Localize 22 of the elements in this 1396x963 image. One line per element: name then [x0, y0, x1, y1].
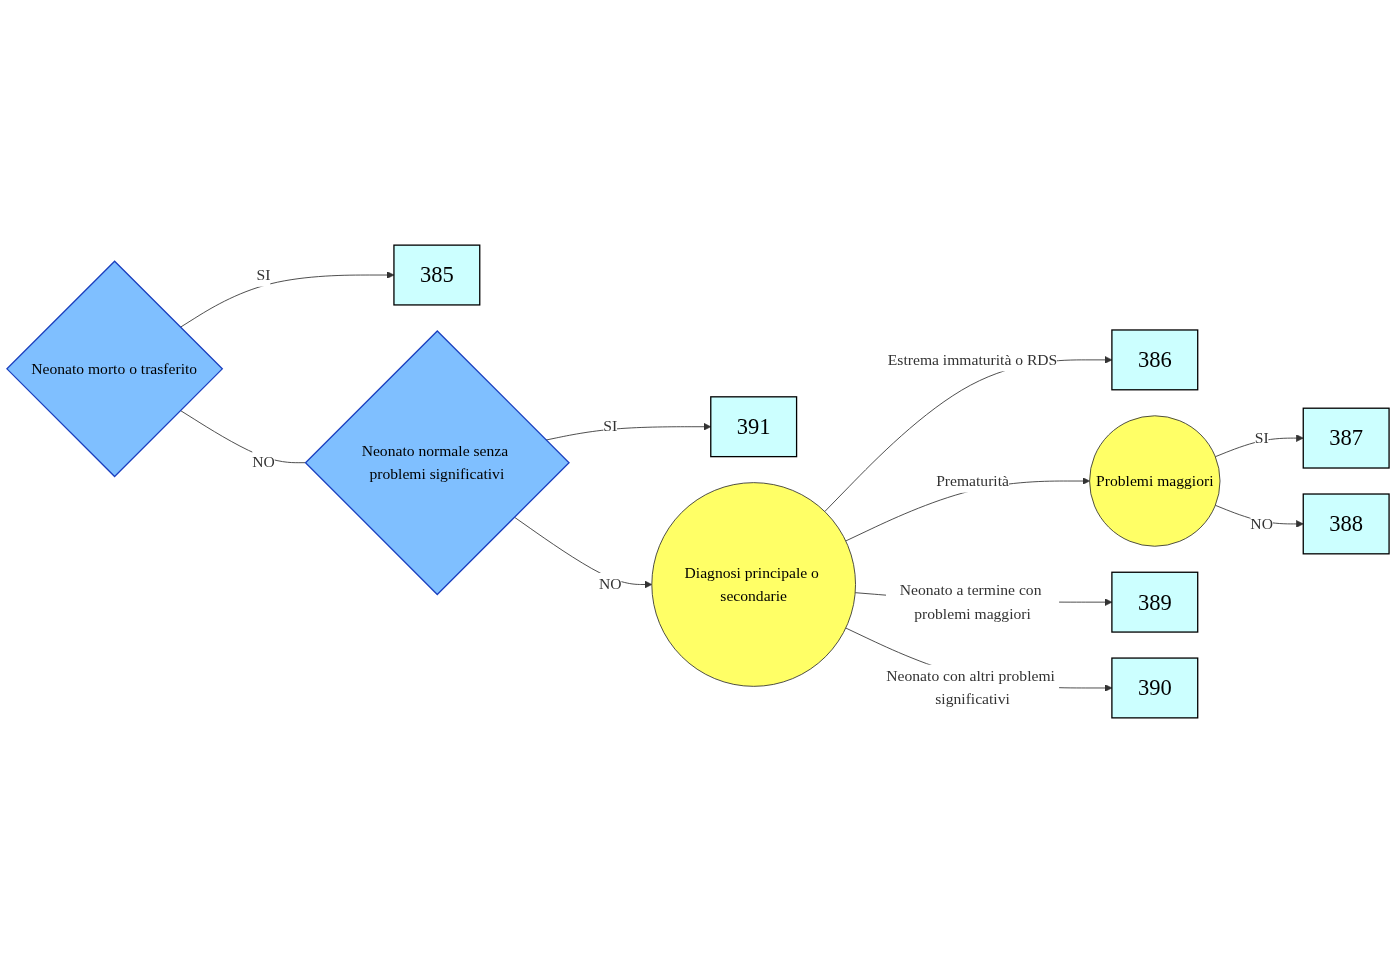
connector [179, 410, 306, 464]
node-box: 388 [1302, 493, 1390, 555]
edge-label: Neonato a termine con problemi maggiori [899, 581, 1042, 623]
node-box: 385 [393, 244, 481, 306]
node-circle: Problemi maggiori [1089, 415, 1221, 547]
edge-label: SI [256, 265, 271, 284]
node-diamond: Neonato morto o trasferito [6, 260, 224, 478]
node-diamond: Neonato normale senza problemi significativi [304, 330, 570, 596]
edge-label: NO [252, 453, 275, 471]
edge-label: Prematurità [936, 471, 1009, 490]
edge-label: NO [598, 575, 622, 593]
node-box: 389 [1111, 571, 1199, 633]
node-circle: Diagnosi principale o secondarie [651, 482, 856, 687]
node-box: 390 [1111, 657, 1199, 719]
edge-label: NO [1250, 514, 1273, 533]
edge-label: Neonato con altri problemi significativi [886, 667, 1055, 708]
edge-label: SI [1254, 429, 1269, 447]
edge-label: SI [603, 417, 618, 435]
edge-label: Estrema immaturità o RDS [887, 350, 1058, 369]
node-box: 386 [1111, 329, 1199, 391]
node-box: 391 [710, 396, 798, 458]
node-box: 387 [1302, 407, 1390, 469]
